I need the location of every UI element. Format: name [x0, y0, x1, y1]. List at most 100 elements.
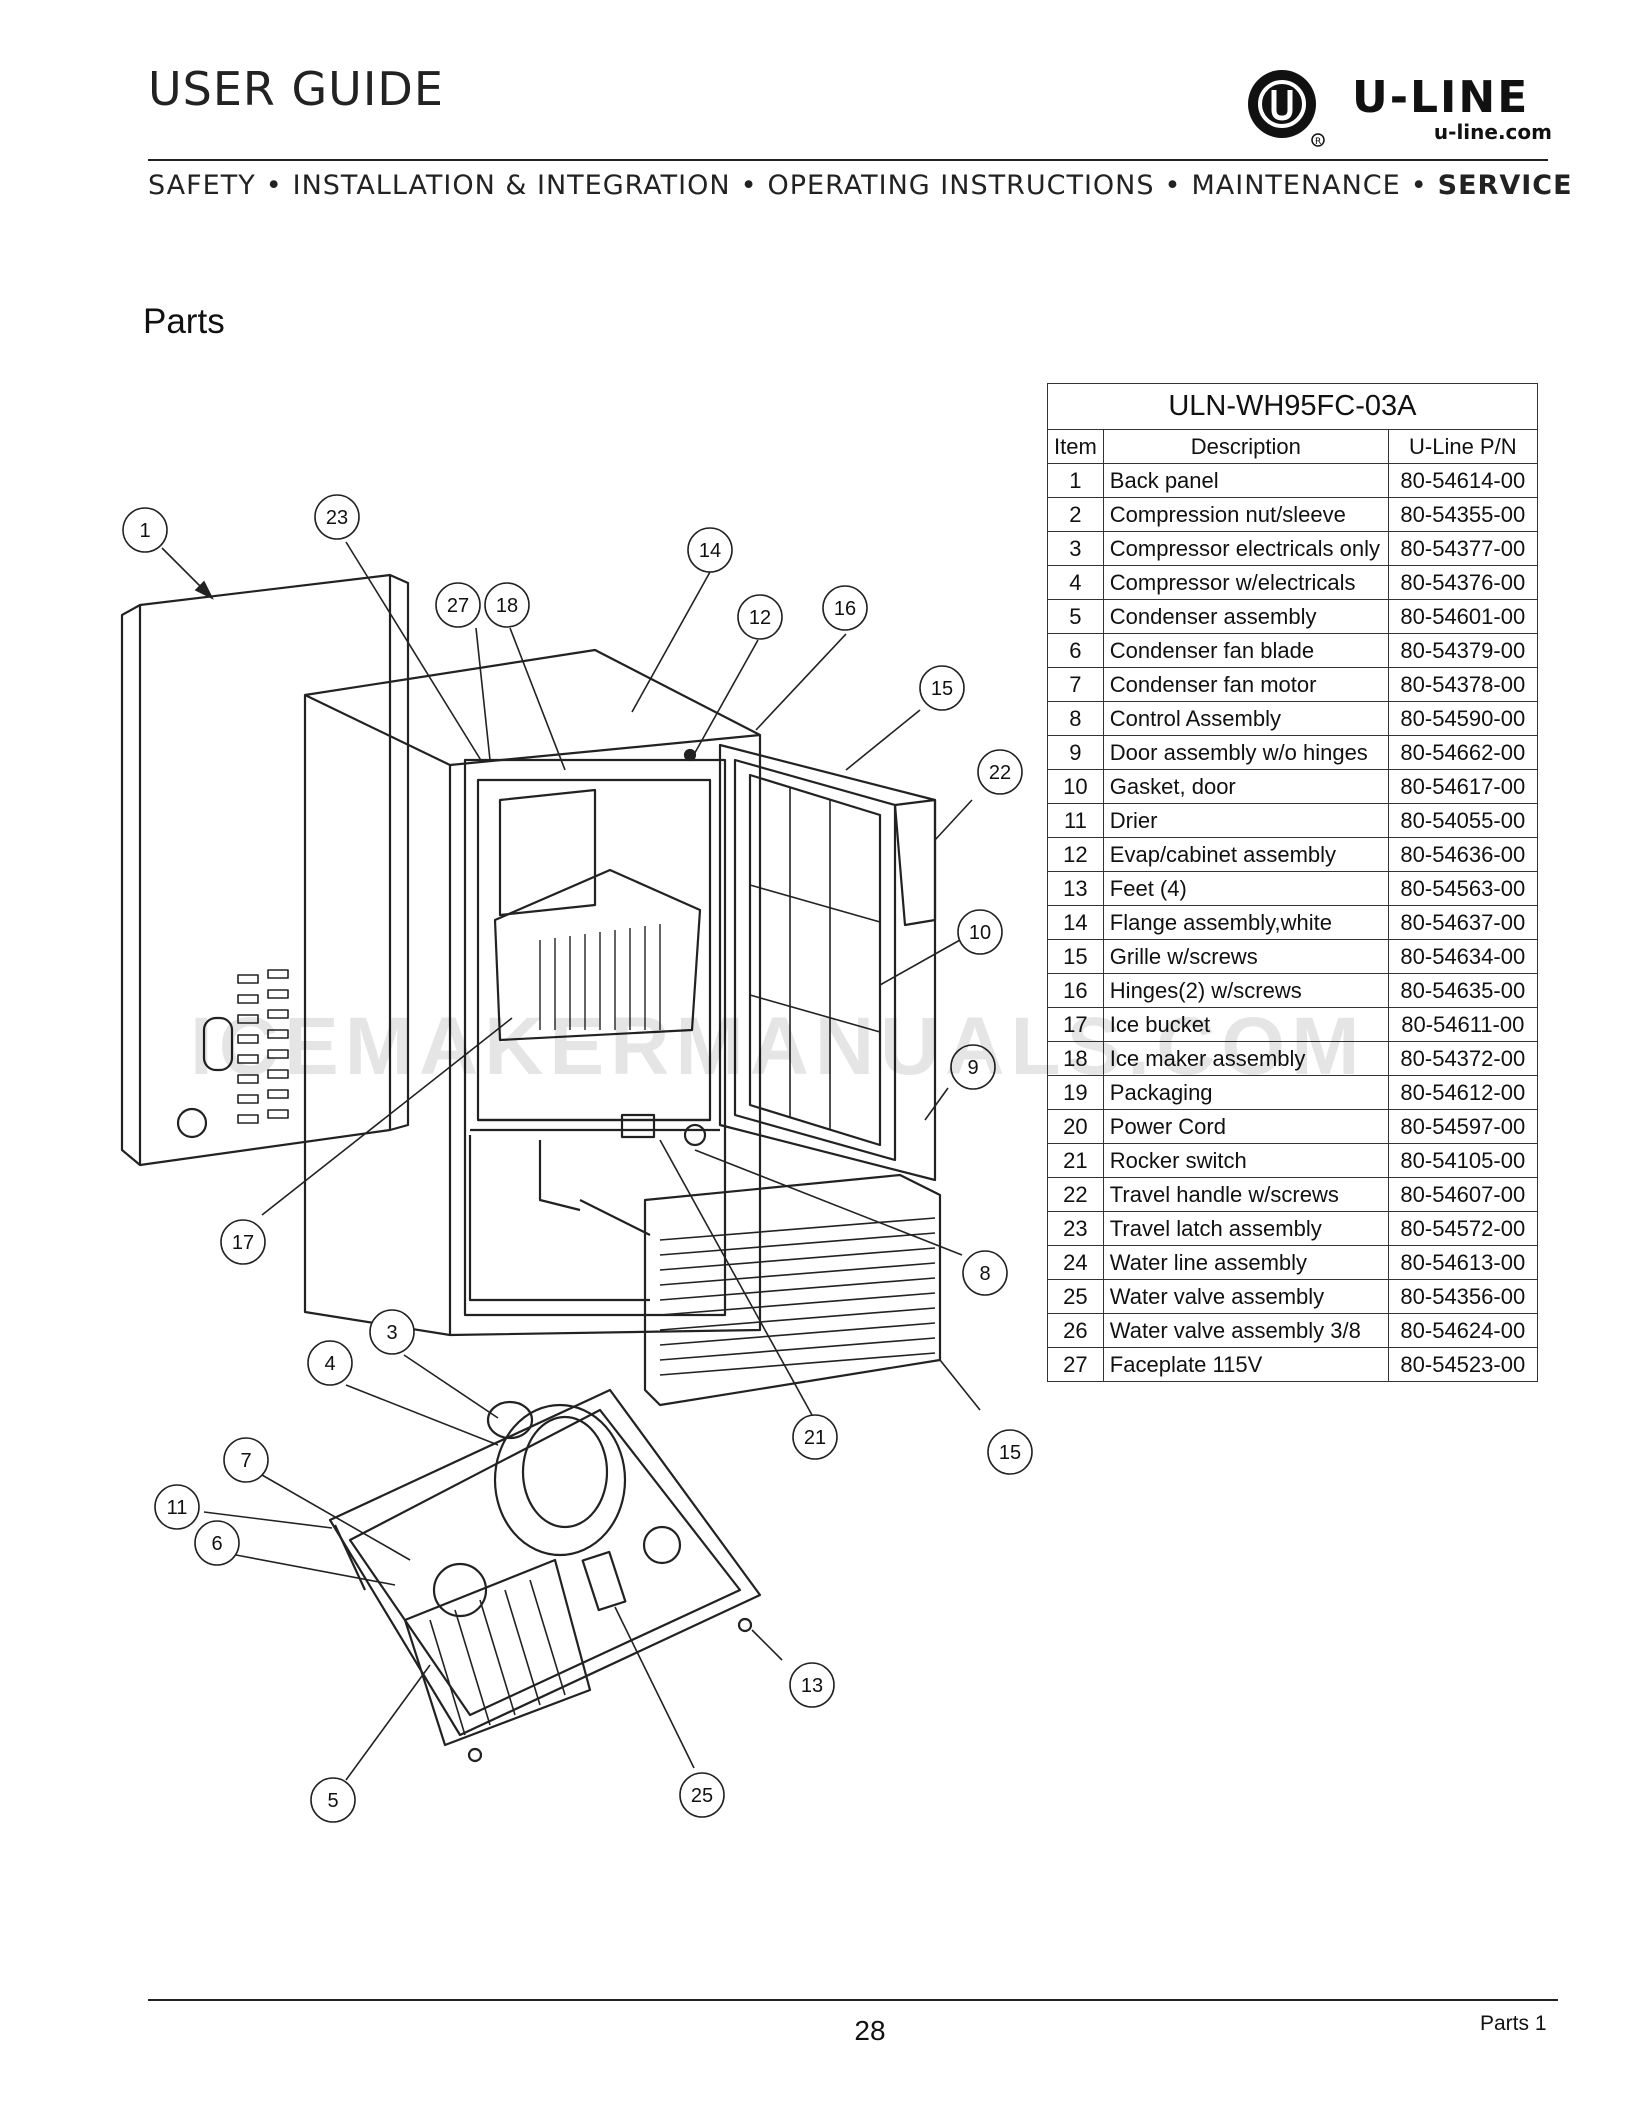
callout-number: 10: [969, 922, 991, 944]
cell-item: 16: [1047, 973, 1104, 1008]
header-divider: [148, 159, 1548, 161]
parts-table: ULN-WH95FC-03A Item Description U-Line P…: [1047, 383, 1538, 1382]
callout-number: 4: [324, 1353, 335, 1375]
nav-bullet: •: [740, 170, 758, 201]
callout-number: 8: [979, 1263, 990, 1285]
nav-item-safety: SAFETY: [148, 170, 256, 201]
cell-part-number: 80-54378-00: [1387, 667, 1538, 702]
cell-description: Drier: [1102, 803, 1389, 838]
brand-url: u-line.com: [1433, 120, 1552, 144]
cell-part-number: 80-54614-00: [1387, 463, 1538, 498]
footer-section-label: Parts 1: [1480, 2012, 1547, 2035]
cell-part-number: 80-54377-00: [1387, 531, 1538, 566]
cell-description: Ice maker assembly: [1102, 1041, 1389, 1076]
callout-4: [307, 1340, 353, 1386]
cell-item: 27: [1047, 1347, 1104, 1382]
cell-item: 24: [1047, 1245, 1104, 1280]
footer-divider: [148, 1999, 1558, 2001]
cell-description: Compressor electricals only: [1102, 531, 1389, 566]
callout-number: 1: [139, 520, 150, 542]
cell-part-number: 80-54634-00: [1387, 939, 1538, 974]
nav-bullet: •: [265, 170, 283, 201]
callout-number: 15: [999, 1442, 1021, 1464]
table-header-row: Item Description U-Line P/N: [1047, 429, 1538, 464]
callout-number: 7: [240, 1450, 251, 1472]
callout-number: 9: [967, 1057, 978, 1079]
callout-5: [310, 1777, 356, 1823]
cell-description: Condenser fan motor: [1102, 667, 1389, 702]
callout-27: [435, 582, 481, 628]
callout-number: 23: [326, 507, 348, 529]
cell-description: Water valve assembly 3/8: [1102, 1313, 1389, 1348]
callout-23: [314, 494, 360, 540]
cell-description: Water valve assembly: [1102, 1279, 1389, 1314]
callout-13: [789, 1662, 835, 1708]
callout-3: [369, 1309, 415, 1355]
cell-part-number: 80-54613-00: [1387, 1245, 1538, 1280]
callout-15-top: [919, 665, 965, 711]
callout-number: 21: [804, 1427, 826, 1449]
cell-description: Hinges(2) w/screws: [1102, 973, 1389, 1008]
cell-description: Back panel: [1102, 463, 1389, 498]
cell-part-number: 80-54563-00: [1387, 871, 1538, 906]
callout-number: 15: [931, 678, 953, 700]
cell-description: Faceplate 115V: [1102, 1347, 1389, 1382]
callout-12: [737, 594, 783, 640]
callout-18: [484, 582, 530, 628]
callout-number: 11: [167, 1497, 188, 1519]
cell-description: Door assembly w/o hinges: [1102, 735, 1389, 770]
cell-part-number: 80-54617-00: [1387, 769, 1538, 804]
callout-number: 25: [691, 1785, 713, 1807]
cell-description: Rocker switch: [1102, 1143, 1389, 1178]
cell-part-number: 80-54372-00: [1387, 1041, 1538, 1076]
cell-item: 25: [1047, 1279, 1104, 1314]
callout-number: 6: [211, 1533, 222, 1555]
callout-10: [957, 909, 1003, 955]
section-nav: SAFETY•INSTALLATION & INTEGRATION•OPERAT…: [148, 170, 1573, 201]
cell-item: 9: [1047, 735, 1104, 770]
cell-part-number: 80-54523-00: [1387, 1347, 1538, 1382]
cell-part-number: 80-54601-00: [1387, 599, 1538, 634]
callout-15-bottom: [987, 1429, 1033, 1475]
cell-part-number: 80-54612-00: [1387, 1075, 1538, 1110]
cell-part-number: 80-54376-00: [1387, 565, 1538, 600]
cell-description: Grille w/screws: [1102, 939, 1389, 974]
cell-part-number: 80-54055-00: [1387, 803, 1538, 838]
callout-7: [223, 1437, 269, 1483]
callout-number: 18: [496, 595, 518, 617]
grille-drawing: [643, 1173, 942, 1407]
cell-item: 1: [1047, 463, 1104, 498]
column-header-part-number: U-Line P/N: [1387, 429, 1538, 464]
cell-description: Feet (4): [1102, 871, 1389, 906]
cell-description: Power Cord: [1102, 1109, 1389, 1144]
callout-number: 3: [386, 1322, 397, 1344]
column-header-item: Item: [1047, 429, 1104, 464]
callout-number: 22: [989, 762, 1011, 784]
callout-1: [122, 507, 168, 553]
callout-number: 14: [699, 540, 721, 562]
svg-text:R: R: [1315, 137, 1321, 147]
callout-number: 27: [447, 595, 469, 617]
callout-14: [687, 527, 733, 573]
cell-part-number: 80-54356-00: [1387, 1279, 1538, 1314]
cell-part-number: 80-54662-00: [1387, 735, 1538, 770]
watermark-text: ICEMAKERMANUALS.COM: [190, 1001, 1366, 1092]
cell-description: Ice bucket: [1102, 1007, 1389, 1042]
cell-item: 12: [1047, 837, 1104, 872]
door-drawing: [718, 743, 937, 1182]
callout-number: 16: [834, 598, 856, 620]
cell-part-number: 80-54597-00: [1387, 1109, 1538, 1144]
